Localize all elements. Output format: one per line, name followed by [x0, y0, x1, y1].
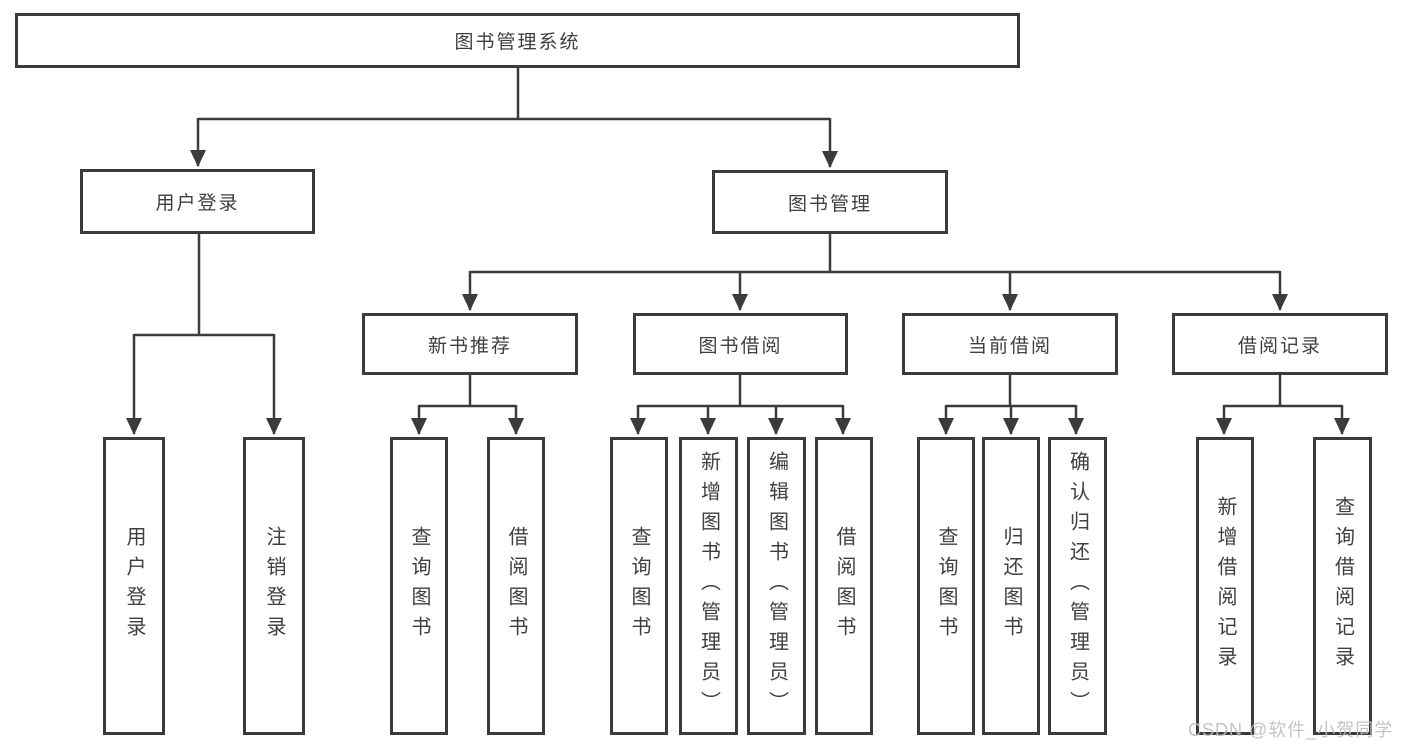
- leaf-query-books-current: 查询图书: [917, 437, 975, 735]
- connector-current-borrow-bar: [946, 375, 1076, 408]
- csdn-watermark: CSDN @软件_小贺同学: [1188, 720, 1394, 740]
- connector-book-mgmt-bar: [470, 234, 1280, 274]
- leaf-borrow-books-recommend: 借阅图书: [487, 437, 545, 735]
- connector-root-stem: [198, 67, 830, 121]
- leaf-add-borrow-record: 新增借阅记录: [1196, 437, 1254, 735]
- leaf-borrow-books: 借阅图书: [815, 437, 873, 735]
- connector-user-login-bar: [134, 233, 274, 337]
- leaf-query-books-borrow: 查询图书: [610, 437, 668, 735]
- leaf-confirm-return-admin: 确认归还（管理员）: [1048, 437, 1107, 735]
- leaf-query-books-recommend: 查询图书: [390, 437, 448, 735]
- leaf-edit-book-admin: 编辑图书（管理员）: [747, 437, 806, 735]
- node-borrowing-records: 借阅记录: [1172, 313, 1388, 375]
- leaf-query-borrow-record: 查询借阅记录: [1313, 437, 1372, 735]
- node-user-login: 用户登录: [80, 169, 315, 234]
- node-book-management: 图书管理: [712, 170, 948, 234]
- connector-records-bar: [1224, 375, 1342, 408]
- connector-new-book-bar: [419, 375, 516, 408]
- leaf-add-book-admin: 新增图书（管理员）: [679, 437, 738, 735]
- leaf-return-books: 归还图书: [982, 437, 1040, 735]
- leaf-logout: 注销登录: [243, 437, 305, 735]
- connector-book-borrow-bar: [638, 375, 843, 408]
- node-new-book-recommendation: 新书推荐: [362, 313, 578, 375]
- node-book-borrowing: 图书借阅: [633, 313, 848, 375]
- leaf-user-login: 用户登录: [103, 437, 165, 735]
- node-current-borrowing: 当前借阅: [902, 313, 1118, 375]
- node-library-management-system: 图书管理系统: [15, 13, 1020, 68]
